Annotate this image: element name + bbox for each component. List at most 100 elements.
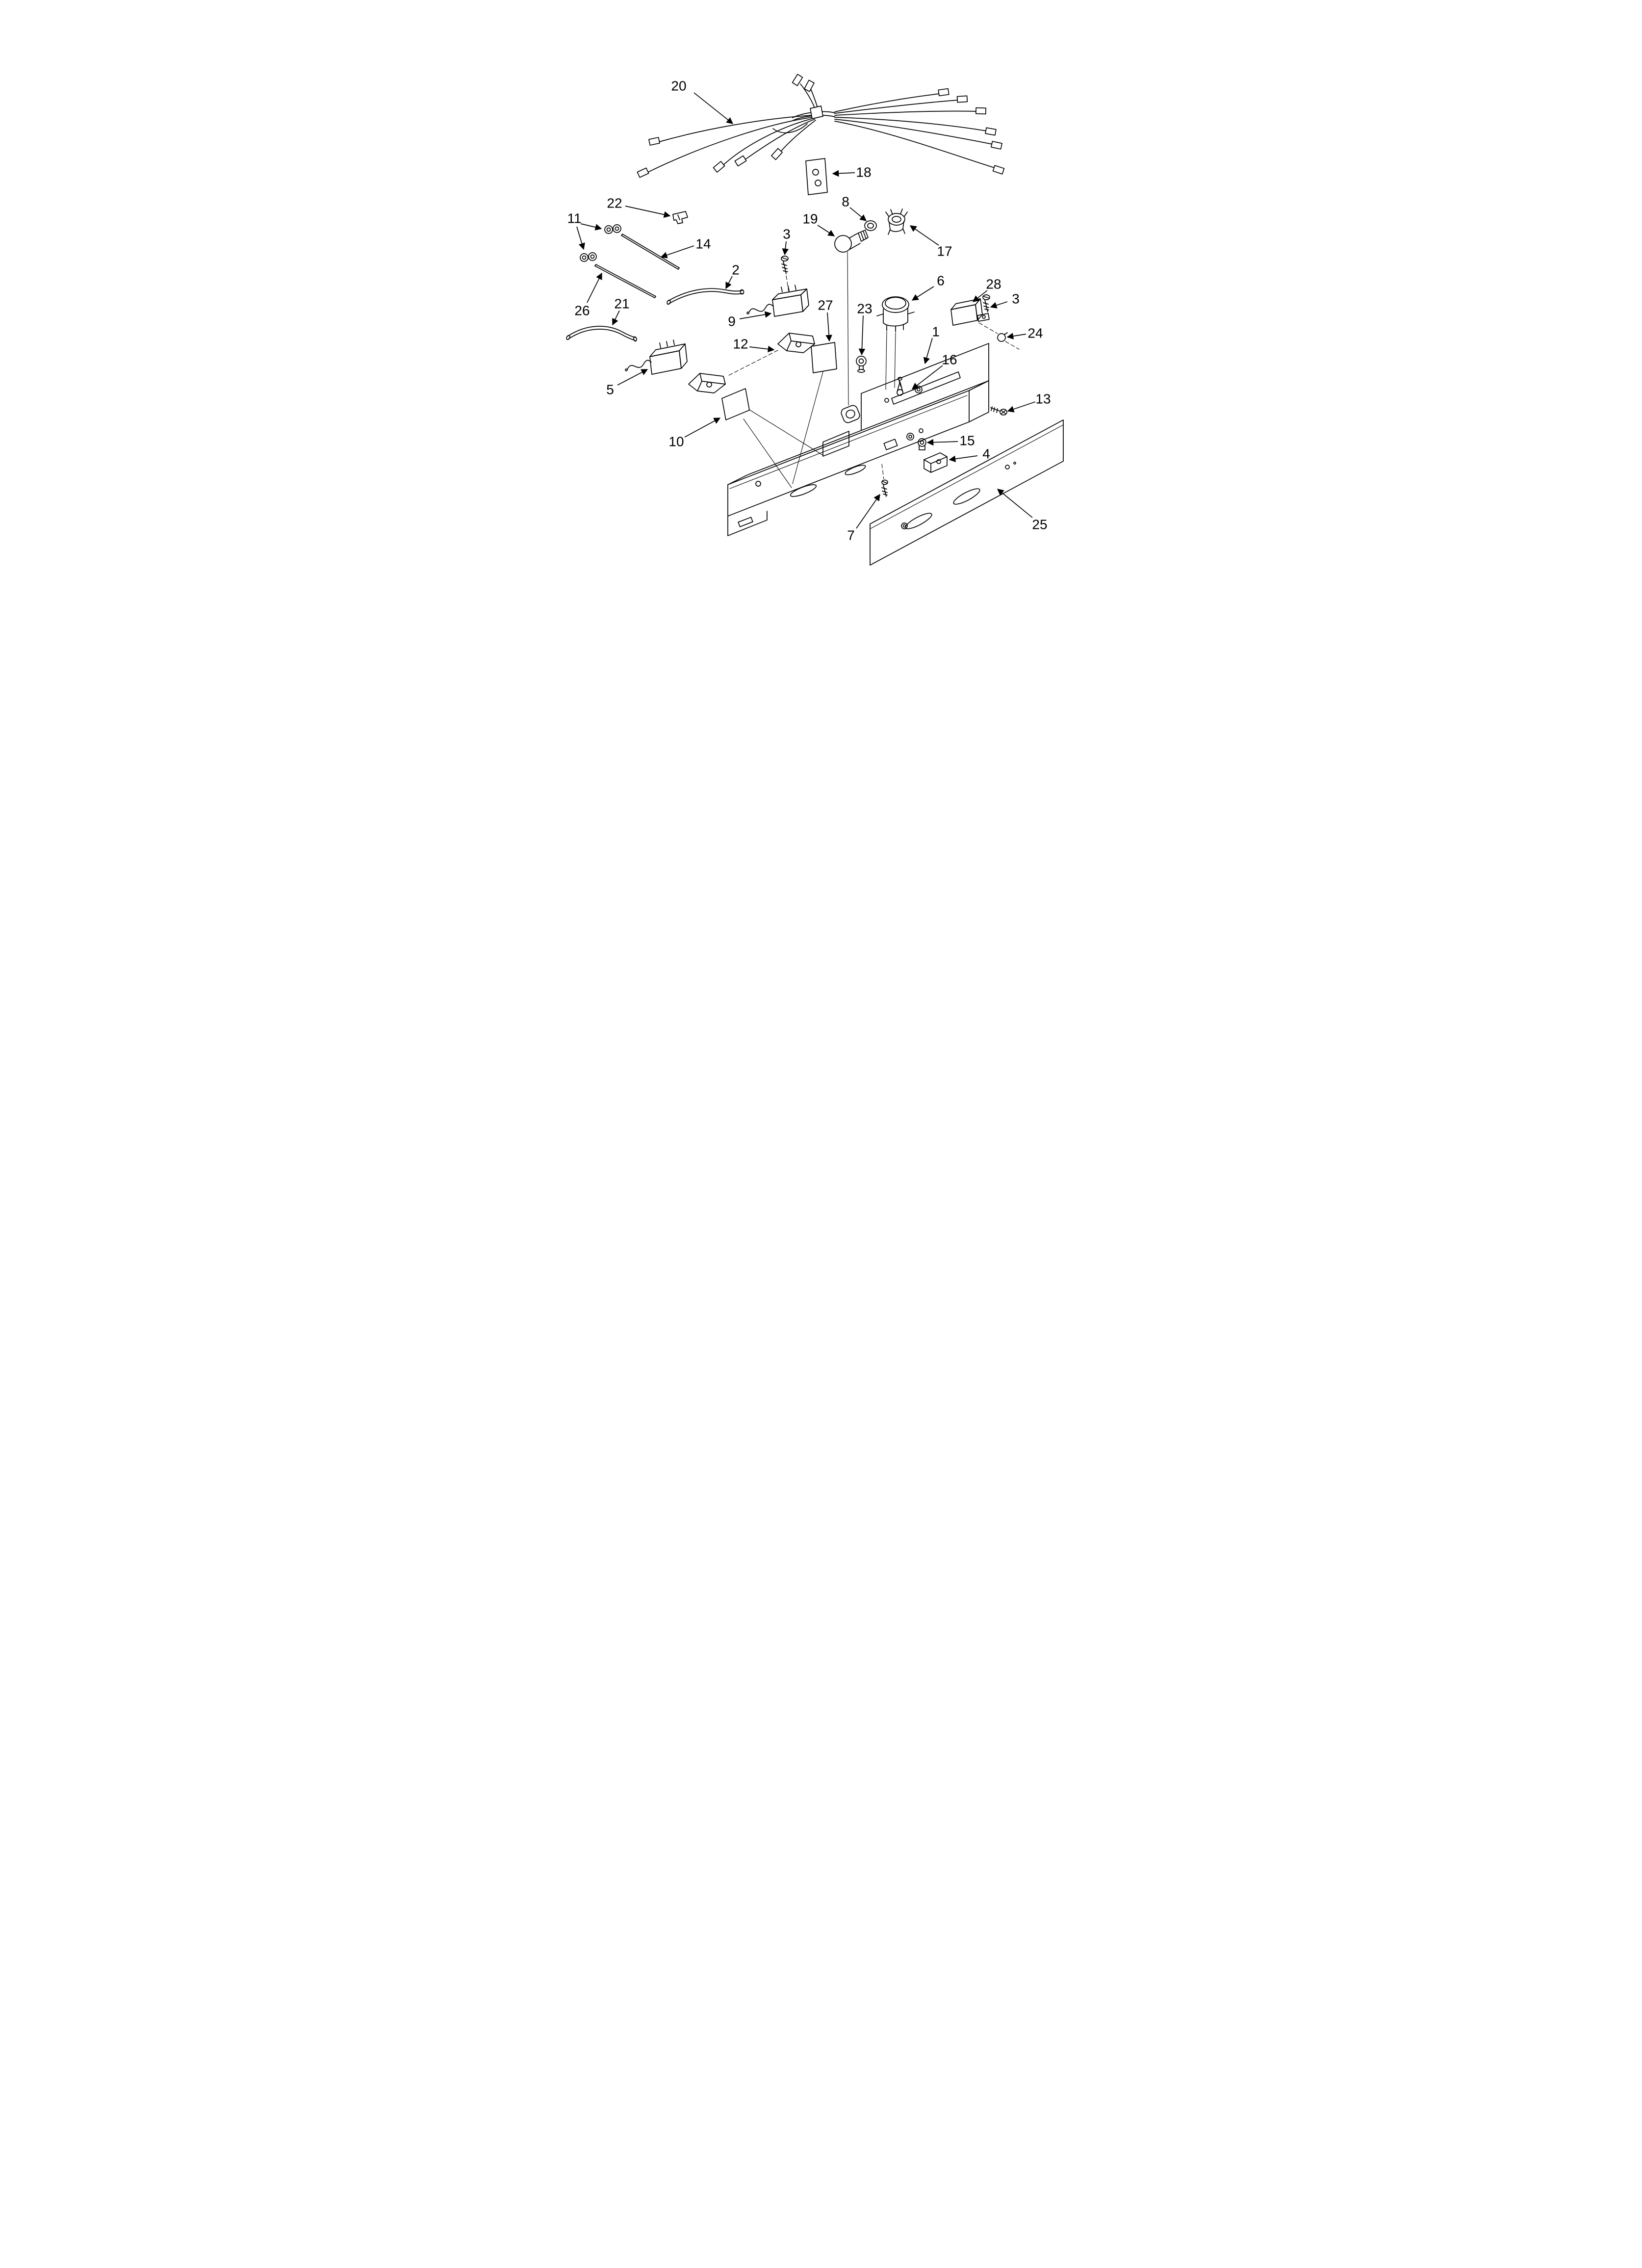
callout-leader-line [856, 494, 880, 529]
callout-21: 21 [612, 296, 630, 326]
callout-leader-line [911, 365, 943, 390]
callout-2: 2 [725, 262, 740, 289]
socket-ring-8 [864, 220, 877, 231]
callout-number: 6 [937, 273, 945, 288]
callout-leader-line [725, 276, 733, 289]
screw-7 [881, 464, 888, 497]
callout-leader-line [693, 92, 734, 124]
push-button-15 [918, 438, 926, 450]
callout-leader-line [949, 455, 978, 463]
callout-number: 28 [986, 277, 1001, 292]
callout-leader-line [617, 369, 648, 386]
callout-leader-line [832, 170, 855, 177]
screw-13 [990, 406, 1007, 416]
callout-26: 26 [574, 272, 602, 318]
callout-10: 10 [668, 417, 721, 449]
label-plate-27 [811, 342, 837, 373]
spacer-plate [805, 158, 828, 195]
callout-number: 3 [783, 227, 791, 242]
callout-number: 27 [818, 298, 833, 313]
callout-number: 24 [1027, 326, 1043, 341]
screw-3-left [781, 256, 789, 292]
callout-number: 26 [574, 303, 590, 318]
callout-leader-line [587, 272, 602, 303]
wire-connector [985, 127, 997, 136]
wire-connector [992, 165, 1005, 175]
callout-number: 22 [607, 196, 622, 211]
callout-leader-line [739, 311, 772, 319]
callout-number: 7 [847, 528, 855, 543]
defrost-control-28 [950, 298, 1020, 350]
callout-number: 11 [567, 211, 581, 226]
callout-11: 11 [567, 211, 602, 250]
switch-5 [625, 339, 688, 375]
callout-number: 2 [732, 262, 740, 278]
callout-24: 24 [1006, 326, 1043, 341]
callout-3a: 3 [782, 227, 791, 256]
callout-leader-line [660, 245, 694, 259]
bracket-12-lower [688, 350, 778, 393]
callout-number: 8 [842, 194, 849, 209]
callout-number: 14 [695, 236, 711, 252]
wire-connector [938, 88, 949, 97]
callout-6: 6 [911, 273, 945, 301]
callout-leader-line [849, 207, 867, 221]
wire-connector [637, 167, 649, 178]
callout-leader-line [911, 286, 934, 301]
callout-7: 7 [847, 494, 880, 543]
callout-16: 16 [911, 352, 957, 390]
callout-1: 1 [923, 324, 940, 365]
callout-23: 23 [857, 301, 872, 356]
diagram-line-art [566, 74, 1064, 566]
callout-14: 14 [660, 236, 711, 259]
wire-connector [734, 155, 747, 167]
callout-5: 5 [606, 369, 648, 397]
callout-leader-line [926, 439, 958, 446]
callout-17: 17 [909, 225, 952, 259]
callout-leader-line [1006, 333, 1026, 339]
light-bulb-19 [834, 230, 869, 406]
callout-number: 13 [1035, 391, 1051, 407]
callout-number: 4 [982, 446, 990, 462]
callout-number: 3 [1012, 291, 1020, 307]
control-thermostat-6 [876, 296, 915, 390]
callout-12: 12 [733, 337, 775, 353]
callout-number: 16 [942, 352, 957, 367]
callout-22: 22 [607, 196, 671, 218]
callout-28: 28 [972, 277, 1001, 302]
wire-connector [804, 79, 815, 92]
bracket-12-upper [777, 333, 815, 353]
control-housing-1 [727, 343, 989, 536]
callout-number: 10 [668, 434, 684, 449]
callout-number: 25 [1032, 517, 1047, 532]
callout-leader-line [782, 241, 789, 256]
wire-harness [637, 74, 1005, 178]
callout-number: 5 [606, 382, 614, 397]
tube-21 [566, 326, 637, 342]
callout-leader-line [684, 417, 721, 438]
exploded-parts-diagram: 2018822111917143262832621927232411216513… [566, 74, 1064, 566]
callout-leader-line [749, 345, 775, 353]
callout-leader-line [990, 301, 1008, 309]
sensor-16 [897, 377, 903, 396]
callout-19: 19 [802, 211, 835, 236]
label-plate-10 [721, 388, 750, 420]
callout-8: 8 [842, 194, 867, 221]
wire-connector [975, 107, 987, 115]
wire-connector [991, 141, 1002, 150]
callout-13: 13 [1007, 391, 1051, 413]
tube-2 [667, 288, 744, 305]
callout-15: 15 [926, 433, 975, 448]
callout-leader-line [909, 225, 939, 246]
callout-leader-line [923, 338, 933, 365]
lamp-socket-17 [885, 209, 908, 235]
callout-18: 18 [832, 165, 872, 180]
callout-number: 9 [728, 314, 736, 329]
wire-connector [713, 161, 725, 173]
capillary-tube-14 [621, 234, 680, 270]
callout-number: 18 [856, 165, 871, 180]
callout-20: 20 [671, 78, 734, 124]
wire-connector [956, 95, 968, 103]
callout-leader-line [580, 223, 602, 231]
